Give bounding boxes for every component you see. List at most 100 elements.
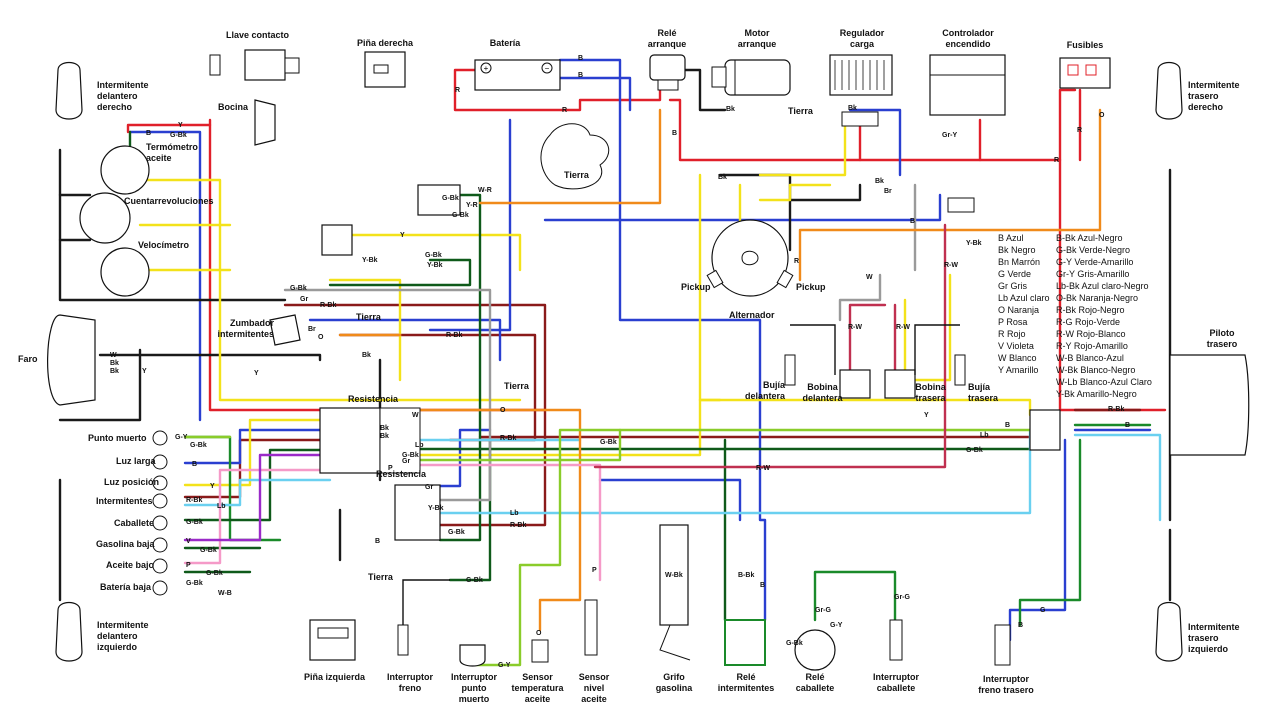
color-legend-basic: B Azul Bk Negro Bn Marrón G Verde Gr Gri… <box>998 232 1050 376</box>
legend-item: R-G Rojo-Verde <box>1056 317 1121 327</box>
wire-tag: Br <box>308 326 316 333</box>
rear-brake-switch <box>994 624 1011 666</box>
wire-tag: Gr <box>300 296 309 303</box>
wire-tag: Bk <box>875 178 884 185</box>
wire-tag: R-Bk <box>500 435 517 442</box>
wire-yellow-13 <box>418 398 702 457</box>
wire-gbk-2 <box>328 258 472 287</box>
label-stand-switch: Interruptor caballete <box>873 672 919 693</box>
wire-tag: Lb <box>510 510 519 517</box>
wire-yellow-10 <box>183 418 322 487</box>
wire-tag: G-Bk <box>448 529 465 536</box>
wire-tag: Br <box>884 188 892 195</box>
wire-lb-2 <box>438 428 1032 515</box>
label-coil-rear: Bobina trasera <box>915 382 946 403</box>
wire-tag: R <box>1054 157 1060 164</box>
label-alternator: Alternador <box>729 310 775 320</box>
front-left-turn-signal <box>55 601 83 662</box>
legend-item: W-B Blanco-Azul <box>1056 353 1124 363</box>
fuse-box <box>1059 57 1111 89</box>
front-spark-plug <box>784 354 796 386</box>
wire-tag: B <box>578 55 584 62</box>
wire-tag: R-Bk <box>320 302 337 309</box>
label-ignition-controller: Controlador encendido <box>942 28 994 49</box>
speedometer-gauge <box>100 247 150 297</box>
svg-text:+: + <box>484 64 489 73</box>
wire-tag: B <box>192 461 198 468</box>
wire-blue-11 <box>1008 438 1067 642</box>
label-resistance-2: Resistencia <box>376 469 427 479</box>
label-left-handlebar: Piña izquierda <box>304 672 366 682</box>
tail-connector <box>1029 409 1061 451</box>
legend-item: G-Bk Verde-Negro <box>1056 245 1131 255</box>
label-start-relay: Relé arranque <box>647 28 687 49</box>
wire-tag: Bk <box>362 352 371 359</box>
label-high-beam: Luz larga <box>116 456 156 466</box>
wire-tag: Y <box>400 232 405 239</box>
stand-relay <box>794 629 836 671</box>
start-relay <box>649 54 686 91</box>
wire-blue-12 <box>598 478 742 522</box>
label-fuses: Fusibles <box>1066 40 1104 50</box>
wire-tag: Gr-G <box>815 607 831 614</box>
wire-tag: O <box>500 407 506 414</box>
wire-tag: Lb <box>980 432 989 439</box>
label-battery: Batería <box>489 38 521 48</box>
legend-item: V Violeta <box>998 341 1034 351</box>
wire-tag: R-Bk <box>1108 406 1125 413</box>
wire-lime-3 <box>418 428 622 462</box>
legend-item: Lb Azul claro <box>998 293 1050 303</box>
legend-item: G Verde <box>998 269 1032 279</box>
wire-tag: B <box>1125 422 1131 429</box>
label-ground-center: Tierra <box>356 312 381 322</box>
wire-gray-2 <box>838 273 882 322</box>
legend-item: Bn Marrón <box>998 257 1041 267</box>
label-resistance-1: Resistencia <box>348 394 399 404</box>
wire-tag: B <box>910 218 916 225</box>
wire-gray-1 <box>283 288 492 502</box>
legend-item: B Azul <box>998 233 1024 243</box>
wire-blue-2 <box>558 76 632 112</box>
wire-tag: Y-Bk <box>362 257 378 264</box>
charge-regulator <box>829 54 893 127</box>
wire-blue-13 <box>848 108 902 177</box>
wire-tag: G-Bk <box>452 212 469 219</box>
wire-tag: G-Y <box>175 434 188 441</box>
wire-red-main <box>453 68 662 112</box>
legend-item: O Naranja <box>998 305 1040 315</box>
wire-tag: Bk <box>848 105 857 112</box>
brake-switch <box>397 579 450 656</box>
wire-tag: B <box>1005 422 1011 429</box>
label-fuel-tap: Grifo gasolina <box>655 672 693 693</box>
wire-tag: R-W <box>756 465 770 472</box>
wire-tag: W <box>412 412 419 419</box>
label-tail-light: Piloto trasero <box>1206 328 1238 349</box>
indicator-lamps <box>152 430 168 596</box>
label-ground-bottom: Tierra <box>368 572 393 582</box>
wire-tag: R-W <box>848 324 862 331</box>
wire-tag: W <box>866 274 873 281</box>
label-oil-level-sensor: Sensor nivel aceite <box>578 672 610 704</box>
wire-tag: R <box>562 107 568 114</box>
label-rear-brake-switch: Interruptor freno trasero <box>978 674 1034 695</box>
rear-coil <box>884 324 960 399</box>
wire-tag: Y-R <box>466 202 478 209</box>
wire-tag: Bk <box>726 106 735 113</box>
wire-orange-1 <box>478 108 662 205</box>
wire-tag: Bk <box>380 433 389 440</box>
wire-tag: R <box>455 87 461 94</box>
rear-right-turn-signal <box>1155 61 1183 120</box>
wire-gbk-3 <box>183 448 322 522</box>
legend-item: R-Y Rojo-Amarillo <box>1056 341 1128 351</box>
wire-tag: Y <box>178 122 183 129</box>
wire-tag: R-W <box>944 262 958 269</box>
wire-tag: B <box>1018 622 1024 629</box>
legend-item: R Rojo <box>998 329 1026 339</box>
legend-item: Lb-Bk Azul claro-Negro <box>1056 281 1149 291</box>
legend-item: W-Lb Blanco-Azul Claro <box>1056 377 1152 387</box>
wire-tag: G-Bk <box>170 132 187 139</box>
wire-tag: Y <box>210 483 215 490</box>
wire-tag: O <box>318 334 324 341</box>
wire-tag: Gr <box>402 458 411 465</box>
